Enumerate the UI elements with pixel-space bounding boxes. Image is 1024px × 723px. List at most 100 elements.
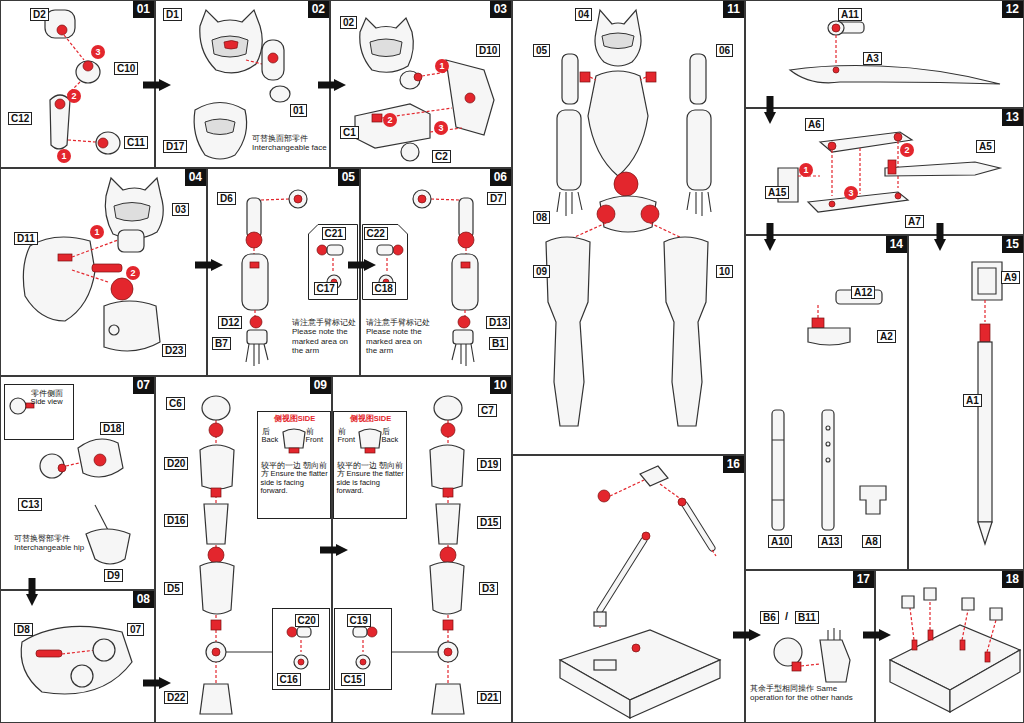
- part-label: D13: [486, 316, 510, 329]
- step-01-art-path: [68, 140, 96, 142]
- step-panel: 11: [512, 0, 745, 455]
- step-18-art-path: [890, 660, 950, 712]
- step-17-art-rect: [792, 662, 801, 671]
- step-18-art-rect: [985, 652, 990, 662]
- note-text: 可替换臀部零件 Interchangeable hip: [14, 534, 104, 553]
- part-label: A11: [838, 8, 862, 21]
- step-09-art: [200, 396, 311, 714]
- step-number: 14: [886, 236, 907, 253]
- callout-number: 1: [435, 59, 449, 73]
- callout-number: 3: [434, 121, 448, 135]
- flow-arrow: [767, 96, 774, 112]
- part-label: 03: [172, 203, 189, 216]
- step-07-art: [10, 398, 130, 564]
- part-label: A5: [976, 140, 995, 153]
- step-14-art-circle: [826, 458, 830, 462]
- part-label: D6: [217, 192, 236, 205]
- step-09-art-circle: [206, 642, 226, 662]
- step-number: 09: [310, 377, 331, 394]
- flow-arrow: [29, 578, 36, 594]
- step-number: 12: [1002, 1, 1023, 18]
- step-11-art-circle: [614, 172, 638, 196]
- side-view-heading: 侧视图SIDE: [258, 414, 332, 423]
- step-03-art-path: [360, 18, 414, 72]
- step-13-art: [778, 132, 1000, 212]
- callout-number: 2: [67, 89, 81, 103]
- step-02-art-path: [200, 10, 262, 73]
- step-12-art-path: [790, 66, 1000, 85]
- part-label: D15: [477, 516, 501, 529]
- step-09-art-rect: [297, 627, 311, 637]
- step-18-art-path: [962, 598, 974, 610]
- step-17-art: [774, 628, 850, 682]
- part-label: 05: [533, 44, 550, 57]
- step-16-art-path: [560, 660, 630, 718]
- step-02-art-path: [224, 41, 238, 50]
- step-04-art-rect: [118, 230, 144, 252]
- step-16-art-path: [600, 480, 716, 628]
- part-label: D22: [164, 691, 188, 704]
- step-16-art-circle: [642, 532, 650, 540]
- note-text: 前 Front: [306, 428, 330, 445]
- callout-number: 1: [57, 149, 71, 163]
- step-18-art-path: [910, 600, 996, 652]
- step-number: 16: [723, 456, 744, 473]
- part-box-notched-left: C21C17: [308, 224, 358, 300]
- step-11-art-rect: [690, 54, 706, 104]
- step-panel: 16: [512, 455, 745, 723]
- step-number: 18: [1002, 571, 1023, 588]
- step-number: 08: [133, 591, 154, 608]
- step-09-art-circle: [298, 659, 304, 665]
- step-16-art-circle: [598, 490, 610, 502]
- part-label: A12: [851, 286, 875, 299]
- part-box: C20C16: [272, 608, 330, 690]
- step-09-art-ellipse: [202, 396, 230, 420]
- part-label: D10: [476, 44, 500, 57]
- part-label: C18: [372, 282, 396, 295]
- step-03-art-circle: [401, 143, 419, 161]
- step-04-art-rect: [58, 254, 72, 261]
- step-11-art-circle: [597, 205, 615, 223]
- step-number: 05: [338, 169, 359, 186]
- callout-number: 2: [900, 143, 914, 157]
- step-15-art-rect: [978, 342, 992, 522]
- part-label: D7: [487, 192, 506, 205]
- step-09-art-path: [200, 684, 232, 714]
- part-label: D2: [30, 8, 49, 21]
- step-05-art-path: [246, 344, 268, 366]
- flow-arrow: [320, 547, 336, 554]
- part-label: D8: [14, 623, 33, 636]
- step-02-art-path: [246, 60, 262, 64]
- step-12-art-ellipse: [828, 21, 844, 35]
- part-label: D1: [163, 8, 182, 21]
- step-05-art-circle: [246, 232, 262, 248]
- step-09-art-circle: [212, 648, 220, 656]
- step-16-art-rect: [594, 612, 606, 626]
- step-08-art-circle: [71, 665, 93, 687]
- step-03-art-circle: [414, 73, 422, 81]
- step-09-art-circle: [294, 655, 308, 669]
- flow-arrow: [767, 223, 774, 239]
- step-04-art-rect: [92, 264, 122, 272]
- step-09-art-rect: [289, 448, 299, 453]
- step-14-art-rect: [812, 318, 824, 328]
- step-18-art-path: [950, 650, 1020, 712]
- step-01-art-circle: [83, 61, 93, 71]
- step-03-art-path: [446, 60, 494, 135]
- separator-text: /: [785, 610, 788, 623]
- part-label: C1: [340, 126, 359, 139]
- part-label: D11: [14, 232, 38, 245]
- step-14-art-rect: [772, 410, 784, 530]
- part-label: C12: [8, 112, 32, 125]
- step-09-art-path: [200, 562, 234, 614]
- part-label: D9: [104, 569, 123, 582]
- callout-number: 2: [126, 266, 140, 280]
- note-text: 后 Back: [382, 428, 406, 445]
- callout-number: 2: [383, 113, 397, 127]
- step-05-art-rect: [247, 330, 267, 344]
- step-16-art-path: [640, 466, 668, 486]
- flow-arrow: [143, 82, 159, 89]
- step-number: 07: [133, 377, 154, 394]
- part-label: B7: [212, 337, 231, 350]
- step-09-art-path: [200, 445, 234, 489]
